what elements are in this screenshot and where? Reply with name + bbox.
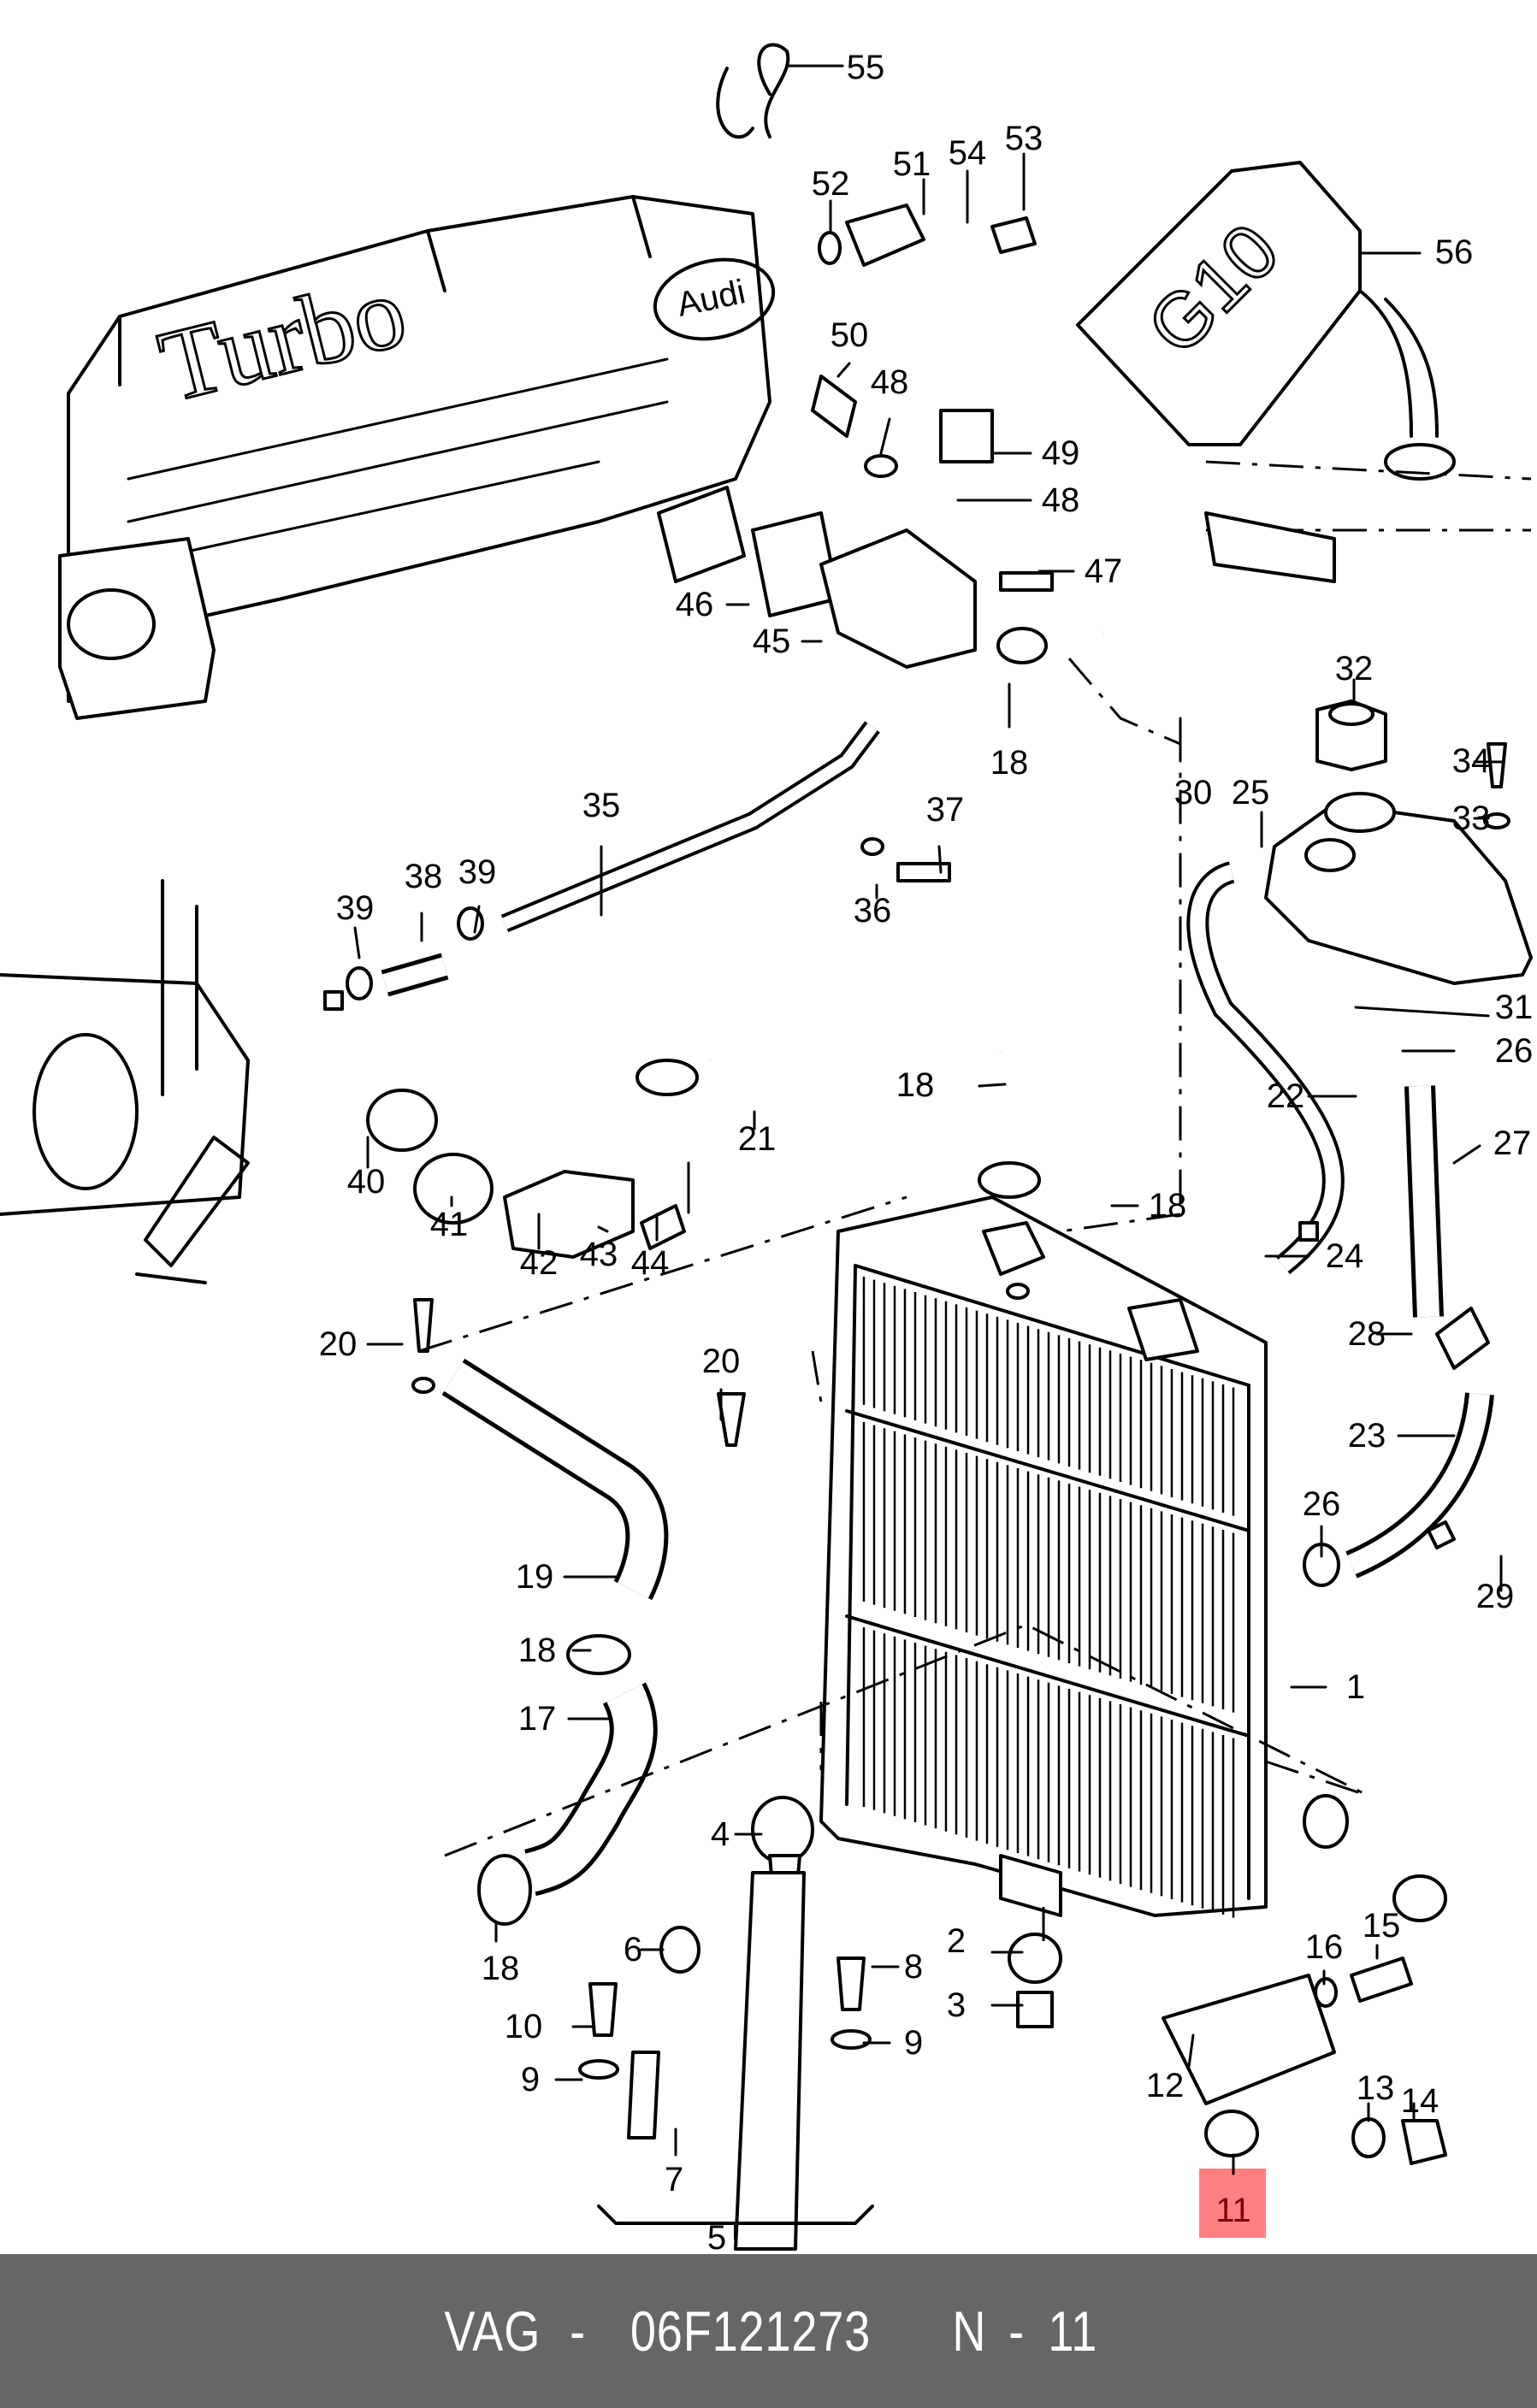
callout-label: 47 — [1085, 552, 1123, 590]
callout-label: 23 — [1348, 1417, 1386, 1455]
callout-label: 52 — [812, 165, 850, 203]
callout-label: 24 — [1326, 1237, 1364, 1275]
callout-label: 20 — [319, 1325, 358, 1363]
callout-label: 32 — [1335, 650, 1374, 688]
callout-label: 33 — [1452, 800, 1491, 837]
callout-label: 26 — [1303, 1485, 1341, 1523]
callout-label: 31 — [1495, 989, 1534, 1026]
footer-ref-label: N — [952, 2299, 987, 2363]
callout-label: 56 — [1435, 233, 1474, 271]
radiator — [819, 1195, 1349, 1918]
callout-label: 42 — [520, 1244, 559, 1282]
highlight-box — [1199, 2169, 1266, 2238]
alignment-lines — [418, 658, 1369, 1941]
callout-label: 48 — [1042, 481, 1080, 519]
callout-label: 1 — [1346, 1668, 1365, 1706]
callout-label: 9 — [521, 2061, 540, 2098]
callout-label: 18 — [896, 1066, 935, 1104]
callout-label: 18 — [990, 744, 1029, 782]
engine-block: Turbo Audi — [58, 195, 776, 720]
callout-label: 25 — [1232, 774, 1270, 812]
callout-label: 45 — [753, 623, 791, 660]
callout-label: 38 — [405, 858, 443, 895]
callout-label: 39 — [458, 853, 497, 891]
callout-label: 18 — [896, 1066, 935, 1104]
footer-ref-separator: - — [1008, 2299, 1026, 2363]
hoses — [381, 599, 1494, 1897]
callout-label: 39 — [336, 889, 375, 927]
callout-label: 20 — [702, 1343, 741, 1380]
footer-brand: VAG — [444, 2299, 541, 2363]
callout-label: 7 — [665, 2161, 683, 2198]
callout-label: 14 — [1401, 2082, 1439, 2120]
callout-label: 17 — [518, 1700, 557, 1738]
callout-label: 27 — [1493, 1124, 1532, 1162]
callout-label: 41 — [430, 1206, 469, 1243]
leader-lines — [353, 64, 1503, 2175]
callout-label: 37 — [926, 791, 965, 829]
callout-label: 53 — [1005, 120, 1043, 157]
assembly-bracket — [597, 2204, 874, 2240]
callout-label: 40 — [347, 1163, 386, 1201]
callout-label: 35 — [582, 787, 621, 824]
engine-lettering: Turbo — [149, 253, 417, 423]
callout-label: 26 — [1495, 1032, 1534, 1070]
callout-label: 5 — [707, 2219, 726, 2254]
callout-label: 36 — [854, 892, 892, 930]
callout-label: 43 — [580, 1236, 618, 1273]
callout-label: 44 — [631, 1244, 670, 1282]
audi-badge: Audi — [674, 273, 748, 324]
callout-label: 18 — [482, 1950, 520, 1987]
callout-label: 51 — [893, 145, 931, 183]
callout-label: 9 — [904, 2024, 923, 2062]
callout-label: 22 — [1267, 1077, 1305, 1115]
callout-label: 19 — [516, 1558, 554, 1596]
callout-label: 18 — [518, 1632, 557, 1669]
parts-diagram: Turbo Audi G10 — [0, 43, 1534, 2254]
engine-casting — [0, 879, 250, 1284]
callout-label: 3 — [947, 1986, 966, 2024]
expansion-tank — [1264, 699, 1533, 985]
callout-label: 50 — [831, 316, 869, 354]
callout-label: 8 — [904, 1948, 923, 1986]
callout-label: 2 — [947, 1922, 966, 1960]
footer-separator: - — [569, 2299, 586, 2363]
callout-label: 55 — [847, 49, 885, 86]
callout-label: 29 — [1476, 1578, 1515, 1615]
callout-label: 34 — [1452, 742, 1491, 780]
callout-label: 13 — [1357, 2069, 1395, 2107]
callout-label: 15 — [1363, 1907, 1401, 1945]
footer-part-number: 06F121273 — [630, 2299, 872, 2363]
callout-label: 46 — [676, 586, 714, 623]
callout-label-highlighted: 11 — [1215, 2192, 1251, 2229]
callout-label: 12 — [1146, 2067, 1185, 2104]
callout-label: 49 — [1042, 434, 1080, 472]
callout-label: 18 — [1149, 1187, 1187, 1225]
callout-label: 30 — [1174, 774, 1213, 812]
callout-label: 48 — [871, 363, 909, 401]
footer-bar: VAG - 06F121273 N - 11 — [0, 2254, 1537, 2408]
callout-label: 6 — [624, 1931, 642, 1968]
small-parts — [323, 43, 1510, 2251]
callout-label: 16 — [1305, 1928, 1344, 1966]
callout-label: 10 — [505, 2008, 543, 2045]
callout-label: 4 — [711, 1815, 730, 1853]
coolant-canister: G10 — [1076, 161, 1532, 583]
callout-label: 28 — [1348, 1315, 1386, 1353]
footer-ref-number: 11 — [1048, 2299, 1098, 2363]
callout-label: 54 — [949, 134, 987, 172]
callout-label: 21 — [738, 1120, 777, 1158]
